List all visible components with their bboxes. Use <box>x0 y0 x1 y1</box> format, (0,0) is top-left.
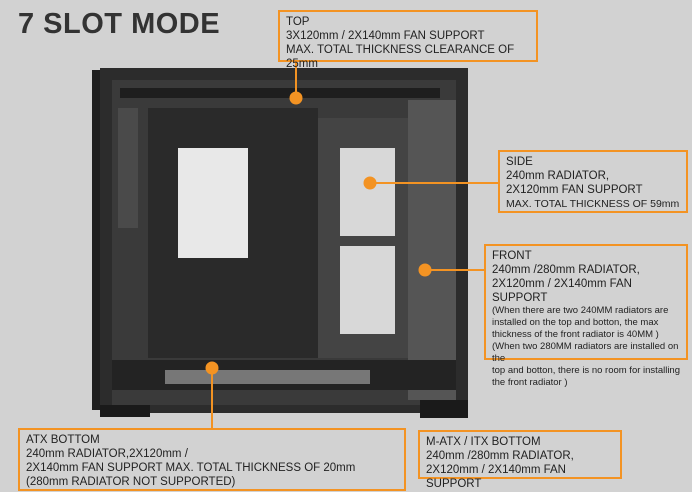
callout-top: TOP 3X120mm / 2X140mm FAN SUPPORT MAX. T… <box>278 10 538 70</box>
callout-note: MAX. TOTAL THICKNESS OF 59mm <box>506 198 680 210</box>
callout-line: 240mm /280mm RADIATOR, <box>492 264 640 276</box>
callout-line: (280mm RADIATOR NOT SUPPORTED) <box>26 476 236 488</box>
side-marker <box>363 176 377 190</box>
callout-line: 2X120mm / 2X140mm FAN SUPPORT <box>426 464 566 490</box>
case-body <box>92 68 468 418</box>
bottom-marker <box>205 361 219 375</box>
callout-line: 240mm /280mm RADIATOR, <box>426 450 574 462</box>
callout-note: thickness of the front radiator is 40MM … <box>492 329 659 340</box>
page-title: 7 SLOT MODE <box>18 8 221 40</box>
callout-heading: SIDE <box>506 156 533 168</box>
callout-heading: M-ATX / ITX BOTTOM <box>426 436 541 448</box>
callout-line: 240mm RADIATOR,2X120mm / <box>26 448 188 460</box>
top-marker <box>289 91 303 105</box>
callout-note: installed on the top and botton, the max <box>492 317 659 328</box>
callout-line: MAX. TOTAL THICKNESS CLEARANCE OF 25mm <box>286 44 515 70</box>
callout-matx-bottom: M-ATX / ITX BOTTOM 240mm /280mm RADIATOR… <box>418 430 622 490</box>
callout-note: (When two 280MM radiators are installed … <box>492 341 679 364</box>
callout-line: 2X140mm FAN SUPPORT MAX. TOTAL THICKNESS… <box>26 462 356 474</box>
callout-heading: FRONT <box>492 250 532 262</box>
callout-front: FRONT 240mm /280mm RADIATOR, 2X120mm / 2… <box>484 244 688 388</box>
callout-line: 240mm RADIATOR, <box>506 170 610 182</box>
callout-heading: TOP <box>286 16 310 28</box>
callout-note: top and botton, there is no room for ins… <box>492 365 681 376</box>
callout-side: SIDE 240mm RADIATOR, 2X120mm FAN SUPPORT… <box>498 150 688 213</box>
callout-atx-bottom: ATX BOTTOM 240mm RADIATOR,2X120mm / 2X14… <box>18 428 406 491</box>
callout-note: (When there are two 240MM radiators are <box>492 305 669 316</box>
callout-line: 3X120mm / 2X140mm FAN SUPPORT <box>286 30 485 42</box>
callout-line: 2X120mm / 2X140mm FAN SUPPORT <box>492 278 632 304</box>
callout-lines <box>205 62 498 428</box>
callout-line: 2X120mm FAN SUPPORT <box>506 184 643 196</box>
callout-heading: ATX BOTTOM <box>26 434 100 446</box>
front-marker <box>418 263 432 277</box>
callout-note: the front radiator ) <box>492 377 568 388</box>
